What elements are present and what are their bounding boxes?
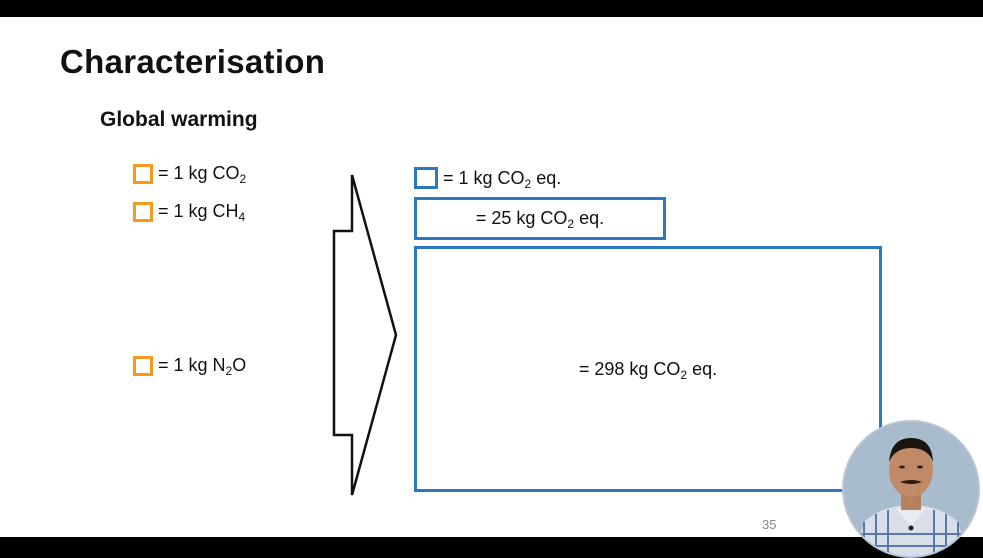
ch4-item: = 1 kg CH4 [133,201,246,224]
n2o-item: = 1 kg N2O [133,355,247,378]
orange-square-icon [133,201,153,222]
blue-square-icon [414,167,438,189]
slide-subtitle: Global warming [100,108,258,131]
n2o-eq-box: = 298 kg CO2 eq. [414,246,882,492]
orange-square-icon [133,163,153,184]
page-number: 35 [762,517,777,532]
orange-square-icon [133,355,153,376]
slide-title: Characterisation [60,43,326,80]
n2o-eq-label: = 298 kg CO2 eq. [578,358,718,382]
slide: Characterisation Global warming = 1 kg C… [0,17,983,537]
presenter-video-icon [842,420,980,558]
co2-item: = 1 kg CO2 [133,163,247,186]
n2o-label: = 1 kg N2O [158,355,247,378]
ch4-label: = 1 kg CH4 [158,201,246,224]
co2-label: = 1 kg CO2 [158,163,247,186]
ch4-eq-label: = 25 kg CO2 eq. [475,208,605,231]
co2-eq-label: = 1 kg CO2 eq. [443,167,562,191]
co2-eq-item: = 1 kg CO2 eq. [414,167,562,191]
right-arrow-icon [332,174,398,496]
ch4-eq-box: = 25 kg CO2 eq. [414,197,666,240]
